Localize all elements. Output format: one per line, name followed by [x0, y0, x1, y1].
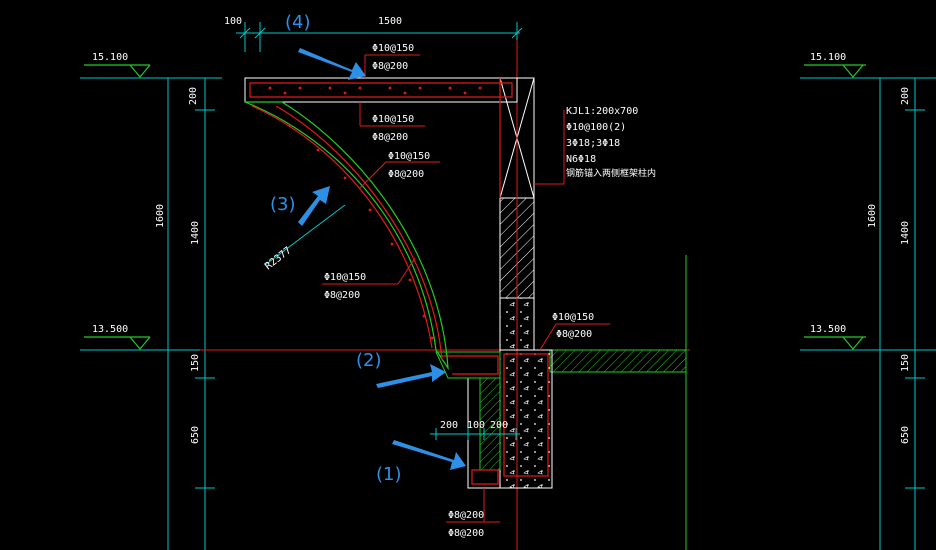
left-dimension-chain — [80, 77, 222, 550]
dim-left-1400: 1400 — [190, 221, 201, 245]
radius-dimension-line — [264, 204, 346, 266]
level-top-left: 15.100 — [92, 52, 128, 63]
curved-rib-rebar-outer — [251, 105, 433, 349]
beam-note-line3: 3Φ18;3Φ18 — [566, 138, 620, 149]
canopy-top-slab — [244, 77, 518, 103]
floor-slab-section — [549, 349, 687, 373]
dim-left-200: 200 — [188, 87, 199, 105]
dim-left-1600: 1600 — [155, 204, 166, 228]
label-bottom-dist: Φ8@200 — [448, 528, 484, 539]
top-slab-rebar-dots — [268, 86, 482, 95]
dim-top-100: 100 — [224, 16, 242, 27]
dim-beam-200b: 200 — [490, 420, 508, 431]
curved-rib-outline — [244, 101, 449, 371]
label-curve-lower-main: Φ10@150 — [324, 272, 366, 283]
callout-arrows — [298, 48, 466, 470]
canopy-top-rebar — [249, 82, 513, 98]
dim-radius: R2377 — [263, 245, 293, 272]
dim-right-150: 150 — [900, 354, 911, 372]
level-bottom-right: 13.500 — [810, 324, 846, 335]
base-beam-concrete — [499, 349, 553, 489]
beam-width-dimension — [430, 428, 520, 440]
beam-note-leader — [534, 110, 565, 185]
rebar-leaders — [322, 54, 610, 523]
right-level-markers — [804, 64, 866, 350]
label-mid-dist: Φ8@200 — [372, 132, 408, 143]
dim-beam-100: 100 — [467, 420, 485, 431]
dim-top-1500: 1500 — [378, 16, 402, 27]
left-level-markers — [84, 64, 151, 350]
label-ledge-dist: Φ8@200 — [556, 329, 592, 340]
dim-right-1600: 1600 — [867, 204, 878, 228]
curved-rib-rebar-dots — [288, 124, 434, 340]
canopy-root-rebar — [440, 355, 499, 375]
ledge-outline — [467, 378, 500, 489]
dim-right-1400: 1400 — [900, 221, 911, 245]
beam-note-line2: Φ10@100(2) — [566, 122, 626, 133]
beam-note-line5: 钢筋锚入两侧框架柱内 — [566, 167, 656, 179]
curved-rib-rebar-inner — [275, 105, 443, 361]
dim-right-200: 200 — [900, 87, 911, 105]
callout-1: (1) — [376, 464, 402, 485]
beam-note-line1: KJL1:200x700 — [566, 106, 638, 117]
label-bottom-main: Φ8@200 — [448, 510, 484, 521]
top-dimension-line — [236, 22, 523, 52]
label-top-dist: Φ8@200 — [372, 61, 408, 72]
dim-left-650: 650 — [190, 426, 201, 444]
base-beam-stirrup — [503, 353, 549, 477]
label-curve-upper-dist: Φ8@200 — [388, 169, 424, 180]
callout-3: (3) — [270, 194, 296, 215]
right-dimension-chain — [800, 77, 936, 550]
level-top-right: 15.100 — [810, 52, 846, 63]
dim-beam-200a: 200 — [440, 420, 458, 431]
dim-right-650: 650 — [900, 426, 911, 444]
label-curve-upper-main: Φ10@150 — [388, 151, 430, 162]
callout-4: (4) — [285, 12, 311, 33]
level-bottom-left: 13.500 — [92, 324, 128, 335]
beam-note-line4: N6Φ18 — [566, 154, 596, 165]
label-top-main: Φ10@150 — [372, 43, 414, 54]
label-mid-main: Φ10@150 — [372, 114, 414, 125]
canopy-root-outline — [435, 351, 501, 379]
dim-left-150: 150 — [190, 354, 201, 372]
label-curve-lower-dist: Φ8@200 — [324, 290, 360, 301]
ledge-rebar — [471, 469, 499, 485]
callout-2: (2) — [356, 350, 382, 371]
label-ledge-main: Φ10@150 — [552, 312, 594, 323]
